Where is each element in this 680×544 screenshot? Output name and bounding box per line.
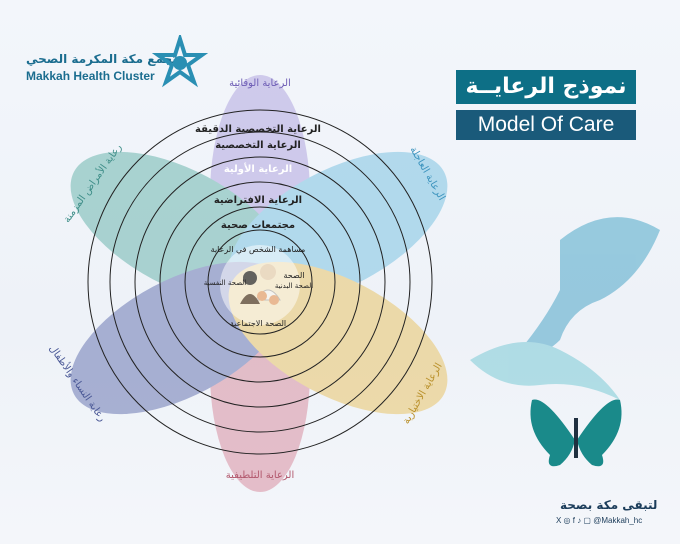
- ring-label-6: مساهمة الشخص في الرعاية: [211, 245, 306, 254]
- footer-social-handles[interactable]: X ◎ f ♪ ▢ @Makkah_hc: [556, 516, 643, 525]
- ring-3: [134, 156, 386, 408]
- title-english: Model Of Care: [456, 110, 636, 140]
- decorative-ribbon: [470, 217, 660, 400]
- ring-5: [184, 206, 336, 358]
- ring-6: [207, 229, 313, 335]
- ring-label-3: الرعاية الأولية: [224, 162, 292, 175]
- center-label-physical-1: الصحة: [283, 271, 304, 280]
- title-arabic: نموذج الرعايــة: [456, 70, 636, 104]
- ring-label-5: مجتمعات صحية: [221, 220, 295, 231]
- ring-label-2: الرعاية التخصصية: [215, 140, 301, 151]
- center-label-social: الصحة الاجتماعية: [230, 319, 286, 328]
- ring-4: [159, 181, 361, 383]
- center-label-psychological: الصحة النفسية: [204, 279, 247, 287]
- ring-1: [87, 109, 433, 455]
- ring-label-4: الرعاية الافتراضية: [214, 195, 302, 206]
- ring-label-1: الرعاية التخصصية الدقيقة: [195, 124, 321, 135]
- butterfly-icon: [530, 399, 622, 467]
- logo-english-text: Makkah Health Cluster: [26, 69, 155, 83]
- center-core: [220, 245, 300, 325]
- center-label-physical: الصحة البدنية: [275, 282, 313, 290]
- petal-label-bottom: الرعاية التلطيفية: [226, 470, 295, 481]
- petal-label-top: الرعاية الوقائية: [229, 78, 291, 89]
- footer-slogan: لتبقى مكة بصحة: [560, 498, 658, 512]
- logo-arabic-text: تجمع مكة المكرمة الصحي: [26, 52, 177, 66]
- family-icon: [240, 264, 281, 305]
- ring-2: [109, 131, 411, 433]
- makkah-logo-icon: [152, 35, 208, 88]
